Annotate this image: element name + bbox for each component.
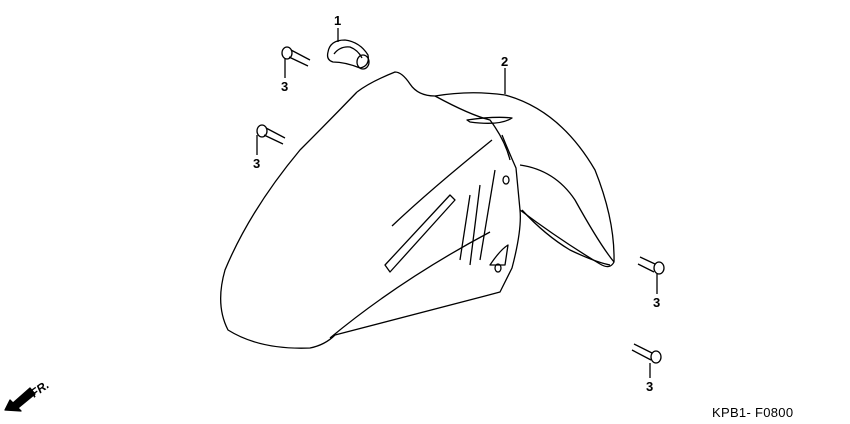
- bolt-bottom-right[interactable]: [631, 343, 662, 364]
- clip-part[interactable]: [326, 39, 370, 70]
- callout-3[interactable]: 3: [253, 156, 261, 171]
- callout-3[interactable]: 3: [653, 295, 661, 310]
- front-direction-arrow-icon: [4, 387, 36, 412]
- callout-1[interactable]: 1: [334, 13, 342, 28]
- diagram-code: KPB1- F0800: [712, 405, 794, 420]
- callout-3[interactable]: 3: [281, 79, 289, 94]
- bolt-right[interactable]: [637, 256, 665, 275]
- bolt-left[interactable]: [256, 124, 286, 145]
- fender-emblem: [384, 194, 456, 273]
- bolt-top-left[interactable]: [281, 46, 311, 67]
- leader-lines: [256, 28, 658, 378]
- callout-3[interactable]: 3: [646, 379, 654, 394]
- callout-2[interactable]: 2: [501, 54, 509, 69]
- front-fender[interactable]: [220, 71, 615, 349]
